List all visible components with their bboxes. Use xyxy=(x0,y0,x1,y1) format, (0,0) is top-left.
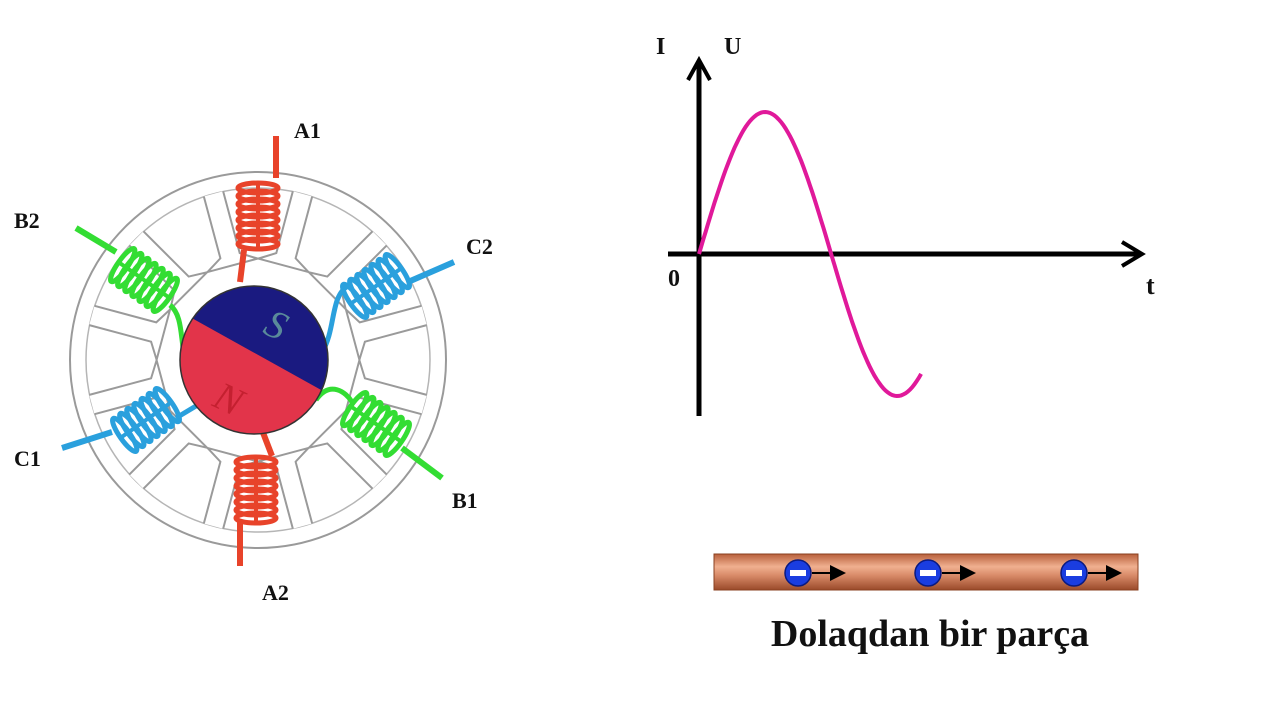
terminal-b1-label: B1 xyxy=(452,488,478,513)
coil-winding xyxy=(110,385,182,455)
coil-winding xyxy=(340,389,412,459)
coil-winding xyxy=(340,251,412,321)
wire-segment xyxy=(713,553,1139,591)
rotor-magnet: S N xyxy=(179,285,329,435)
terminal-c1-label: C1 xyxy=(14,446,41,471)
coil-phase-a xyxy=(233,136,281,566)
coil-winding xyxy=(235,180,281,252)
coil-winding xyxy=(233,454,279,526)
electron xyxy=(914,559,976,587)
stator-tooth xyxy=(89,304,172,364)
stator-tooth xyxy=(128,407,211,490)
sine-curve xyxy=(697,109,923,399)
coil-phase-b xyxy=(74,225,444,481)
origin-label: 0 xyxy=(668,266,680,292)
wire-caption: Dolaqdan bir parça xyxy=(770,613,1090,655)
stator-tooth xyxy=(305,407,388,490)
stator-tooth xyxy=(254,446,314,529)
time-axis-label: t xyxy=(1146,271,1155,300)
sine-graph: I U 0 t xyxy=(656,34,1155,416)
electron xyxy=(784,559,846,587)
voltage-axis-label: U xyxy=(724,34,741,60)
current-axis-label: I xyxy=(656,34,665,60)
electron xyxy=(1060,559,1122,587)
coil-winding xyxy=(108,245,180,315)
stator-tooth xyxy=(344,304,427,364)
terminal-b2-label: B2 xyxy=(14,208,40,233)
y-axis-arrowhead xyxy=(686,55,712,81)
x-axis-arrowhead xyxy=(1120,240,1146,268)
terminal-a1-label: A1 xyxy=(294,118,321,143)
terminal-c2-label: C2 xyxy=(466,234,493,259)
terminal-a2-label: A2 xyxy=(262,580,289,605)
stator xyxy=(69,171,447,549)
